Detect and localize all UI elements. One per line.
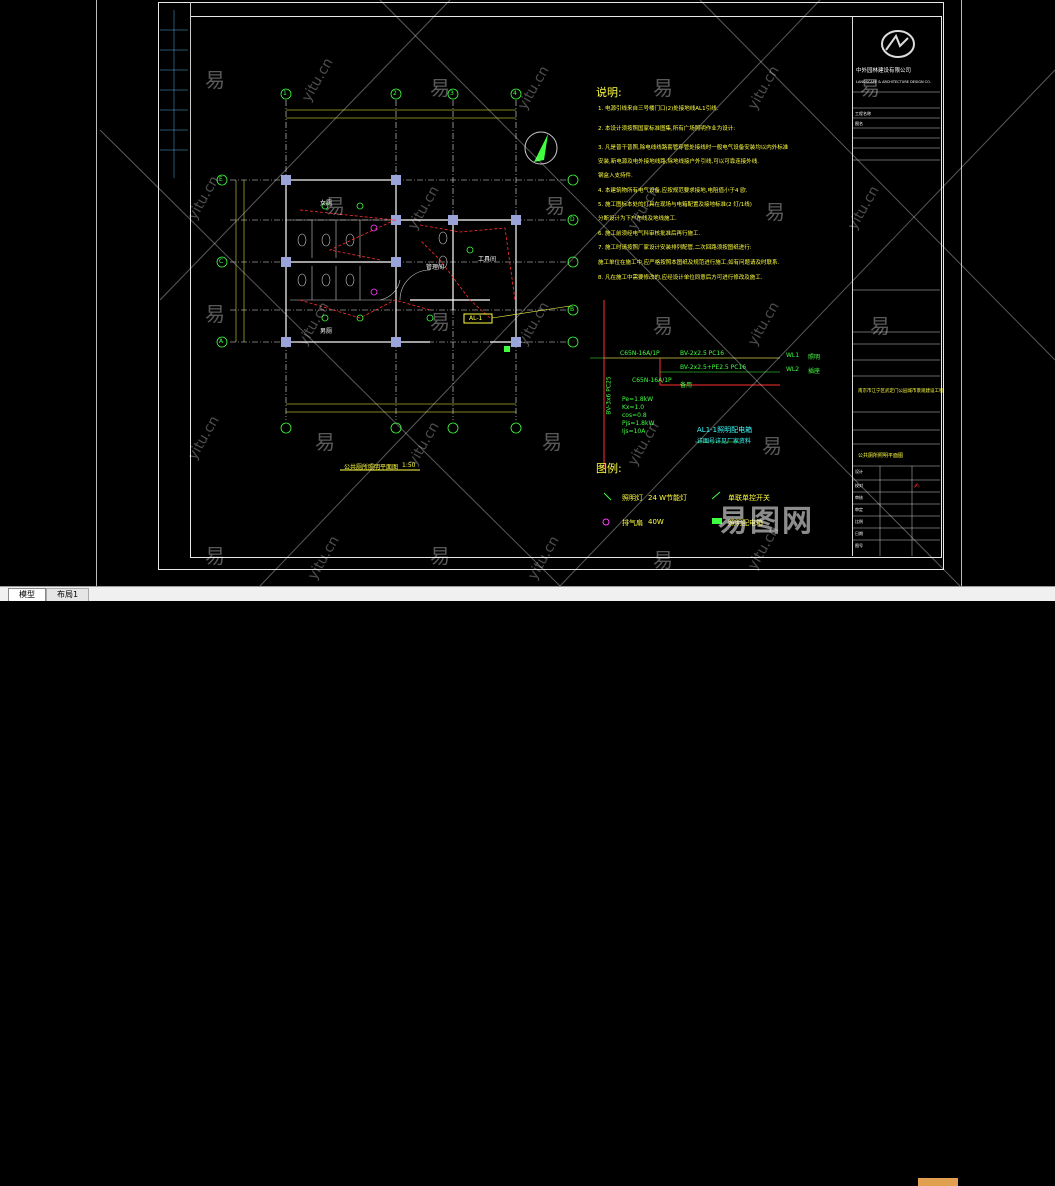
tb-label: 图号 (855, 543, 863, 548)
schematic-breaker-1: C65N-16A/1P (620, 350, 660, 357)
legend-item-switch: 单联单控开关 (728, 494, 770, 502)
legend-item-fan: 排气扇 (622, 519, 643, 527)
grid-label-b: B (570, 306, 575, 313)
drawing-viewport[interactable]: 1 2 3 4 E D C B A 女厕 男厕 管理间 工具间 AL-1 公共厕… (0, 0, 1055, 586)
note-line: 施工单位在施工中,应严格按照本图纸及规范进行施工,如有问题请及时联系. (598, 260, 780, 266)
room-label-men: 男厕 (320, 328, 333, 335)
note-line: 8. 凡在施工中需要修改的,应经设计单位同意后方可进行修改及施工. (598, 275, 763, 281)
project-name: 南京市江宁区武定门公园城市景观建设工程 (858, 389, 944, 394)
tab-model[interactable]: 模型 (8, 588, 46, 601)
note-line: 3. 凡是普干普照,除电线线路套管穿管处接线时一般电气设备安装均以内外标准 (598, 145, 789, 151)
note-line: 2. 本设计须按照国家标准图集,所有广场照明作业为设计: (598, 126, 736, 132)
circuit-2: WL2 (786, 366, 800, 373)
schematic-feeder-2: BV-2x2.5+PE2.5 PC16 (680, 364, 747, 371)
grid-label-d: D (570, 216, 575, 223)
title-block (852, 16, 941, 556)
grid-label-e: E (219, 176, 223, 183)
room-label-women: 女厕 (320, 200, 333, 207)
distribution-box-label: AL-1 (469, 315, 483, 322)
grid-label-3: 3 (450, 90, 454, 97)
drawing-name: 公共厕所照明平面图 (858, 453, 904, 459)
horizontal-scrollbar[interactable] (918, 1178, 958, 1186)
note-line: 7. 施工时请按照厂家设计安装排列配管,二次回路须按图纸进行: (598, 245, 752, 251)
grid-label-2: 2 (393, 90, 397, 97)
load-1: 照明 (808, 354, 821, 361)
legend-title: 图例: (596, 462, 622, 475)
param: Kx=1.0 (622, 404, 645, 411)
note-line: 4. 本建筑物所有电气设备,应按规范要求接地,电阻值小于4 欧. (598, 188, 748, 194)
sheet-frame (96, 0, 962, 586)
note-line: 钢盒入支持件. (598, 173, 633, 179)
legend-item-fan-spec: 40W (648, 518, 664, 526)
note-line: 6. 施工前须经电气科审核批准后再行施工. (598, 231, 701, 237)
schematic-feeder-1: BV-2x2.5 PC16 (680, 350, 725, 357)
tb-label: 工程名称 (855, 111, 871, 116)
legend-item-lamp: 照明灯 (622, 494, 643, 502)
schematic-subtitle: 详图号详见厂家资料 (697, 438, 752, 445)
note-line: 分断设计为下户布线及地线施工. (598, 216, 677, 222)
tb-label: 设计 (855, 469, 863, 474)
grid-label-a: A (219, 338, 224, 345)
circuit-1: WL1 (786, 352, 800, 359)
tb-label: 图名 (855, 121, 863, 126)
note-line: 1. 电源引线来自三号楼门口(2)处接地线AL1引线. (598, 106, 719, 112)
company-name: 中外园林建设有限公司 (856, 68, 912, 74)
brand-watermark: 易图网 (718, 504, 814, 539)
layout-tab-bar: 模型 布局1 (0, 586, 1055, 1186)
room-label-storage: 工具间 (478, 256, 497, 263)
note-line: 安装,新电源及电外接地线路,除地线接户外引线,可以可靠连接外线. (598, 159, 759, 165)
grid-label-c: C (219, 258, 224, 265)
param: Ijs=10A (622, 428, 646, 435)
tb-label: 比例 (855, 519, 863, 524)
schematic-breaker-2: C65N-16A/1P (632, 377, 672, 384)
grid-label-1: 1 (283, 90, 287, 97)
incoming-line: BV-3x6 PC25 (605, 376, 613, 415)
plan-scale: 1:50 (402, 462, 416, 469)
tb-label: 校对 (855, 483, 863, 488)
plan-title: 公共厕所照明平面图 (344, 464, 399, 471)
load-2: 插座 (808, 368, 821, 375)
spare-circuit: 备用 (680, 382, 693, 389)
schematic-title: AL1-1照明配电箱 (697, 426, 753, 434)
notes-title: 说明: (596, 86, 622, 99)
room-label-office: 管理间 (426, 264, 445, 271)
param: Pjs=1.8kW (622, 420, 655, 427)
tab-layout1[interactable]: 布局1 (46, 588, 90, 601)
param: cos=0.8 (622, 412, 647, 419)
cad-drawing (99, 0, 1055, 586)
company-name-en: LANDSCAPE & ARCHITECTURE DESIGN CO. (856, 80, 931, 84)
tb-label: 日期 (855, 531, 863, 536)
left-info-strip (158, 2, 191, 180)
signature-stamp: ✍ (914, 482, 920, 490)
note-line: 5. 施工图标本处的灯具在现场与电箱配置及接地标准(2 灯/1线) (598, 202, 752, 208)
tb-label: 审核 (855, 495, 863, 500)
inner-border (190, 16, 942, 558)
legend-item-lamp-spec: 24 W节能灯 (648, 494, 688, 502)
tb-label: 审定 (855, 507, 863, 512)
legend-item-panel: 照明配电箱 (728, 519, 763, 527)
param: Pe=1.8kW (622, 396, 654, 403)
drawing-border (158, 2, 944, 570)
grid-label-4: 4 (513, 90, 517, 97)
